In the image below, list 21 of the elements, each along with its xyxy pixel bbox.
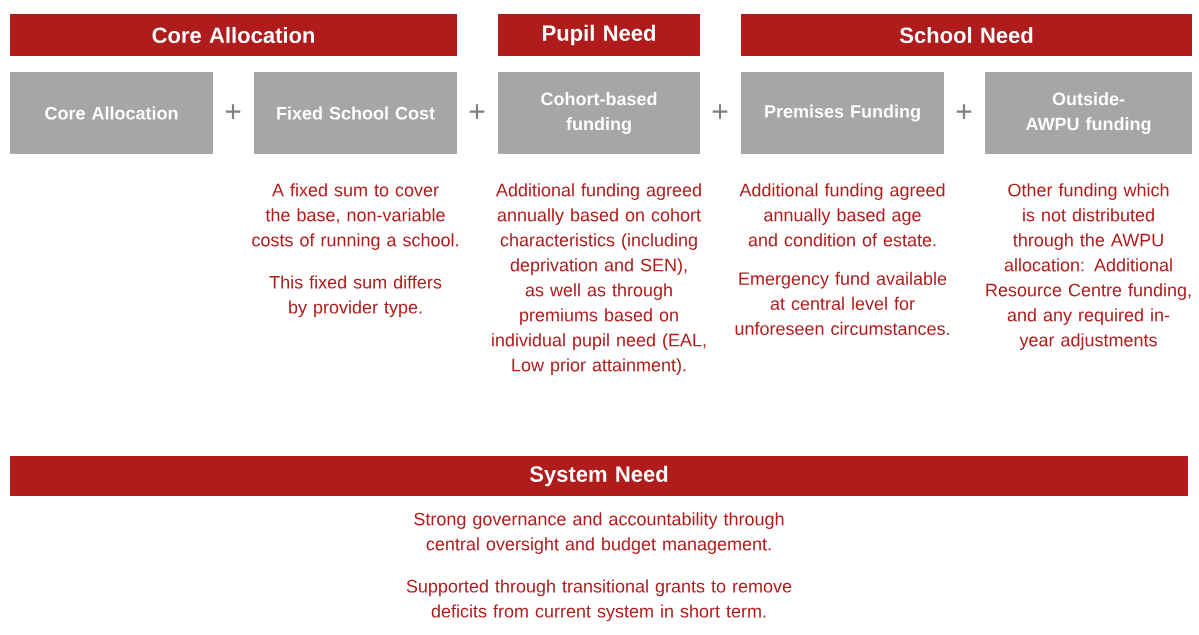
funding-box: Fixed School Cost: [254, 72, 457, 154]
description-text: Strong governance and accountability through central oversight and budget management.: [414, 512, 784, 554]
funding-box: Outside-AWPU funding: [985, 72, 1192, 154]
header-band: System Need: [10, 456, 1188, 496]
plus-sign: +: [225, 104, 241, 120]
header-band: Pupil Need: [498, 14, 700, 56]
description-text: Additional funding agreed annually based age and condition of estate.: [739, 183, 945, 247]
description-text: This fixed sum differs by provider type.: [269, 275, 442, 318]
description-text: Supported through transitional grants to remove deficits from current system in short term.: [406, 579, 792, 622]
funding-box: Cohort-based funding: [498, 72, 700, 154]
description-text: A fixed sum to cover the base, non-variable costs of running a school.: [252, 183, 458, 250]
description-text: Additional funding agreed annually based on cohort characteristics (including deprivation and SEN), as well as through premiums based on individual pupil need (EAL, Low prior attainment).: [492, 183, 706, 375]
description-text: Emergency fund available at central level for unforeseen circumstances.: [735, 271, 949, 336]
plus-sign: +: [956, 104, 972, 120]
plus-sign: +: [712, 104, 728, 120]
funding-box: Premises Funding: [741, 72, 944, 154]
plus-sign: +: [469, 104, 485, 120]
funding-box: Core Allocation: [10, 72, 213, 154]
header-band: School Need: [741, 14, 1192, 56]
description-text: Other funding which is not distributed through the AWPU allocation: Additional Resource Centre funding, and any required in-year adjustments: [986, 183, 1191, 350]
header-band: Core Allocation: [10, 14, 457, 56]
